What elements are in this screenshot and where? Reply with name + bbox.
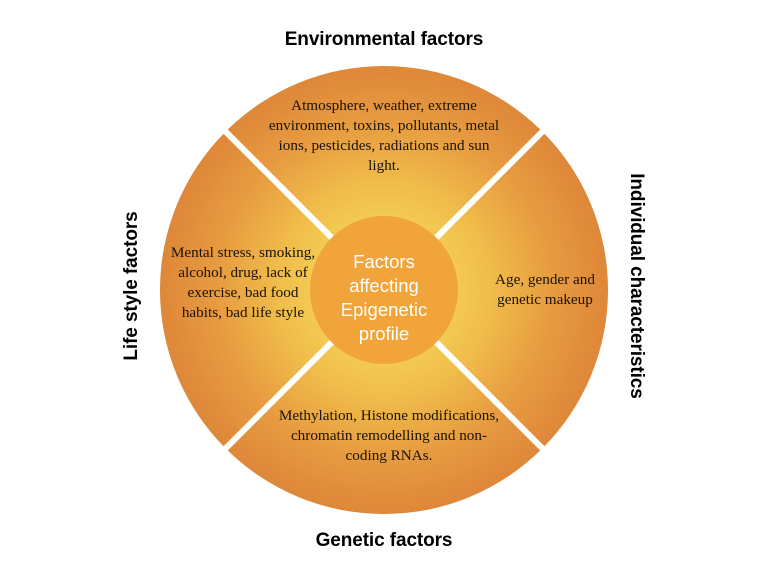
heading-environmental-factors: Environmental factors (284, 29, 484, 50)
quadrant-text-individual: Age, gender and genetic makeup (495, 271, 595, 309)
quadrant-text-life-style: Mental stress, smoking, alcohol, drug, l… (170, 244, 316, 322)
quadrant-text-environmental: Atmosphere, weather, extreme environment… (268, 97, 500, 175)
quadrant-wheel (160, 66, 608, 514)
hub-label-line-1: Factors (353, 251, 415, 272)
hub-label: Factors affecting Epigenetic profile (310, 250, 458, 346)
hub-label-line-4: profile (358, 323, 410, 345)
heading-life-style-factors: Life style factors (121, 211, 142, 361)
hub-label-line-3: Epigenetic (340, 299, 428, 321)
hub-circle (310, 216, 458, 364)
heading-genetic-factors: Genetic factors (315, 530, 453, 551)
hub-label-line-2: affecting (349, 275, 419, 297)
quadrant-text-genetic: Methylation, Histone modifications, chro… (278, 407, 500, 465)
heading-individual-characteristics: Individual characteristics (626, 173, 647, 399)
wheel-svg (160, 66, 608, 514)
